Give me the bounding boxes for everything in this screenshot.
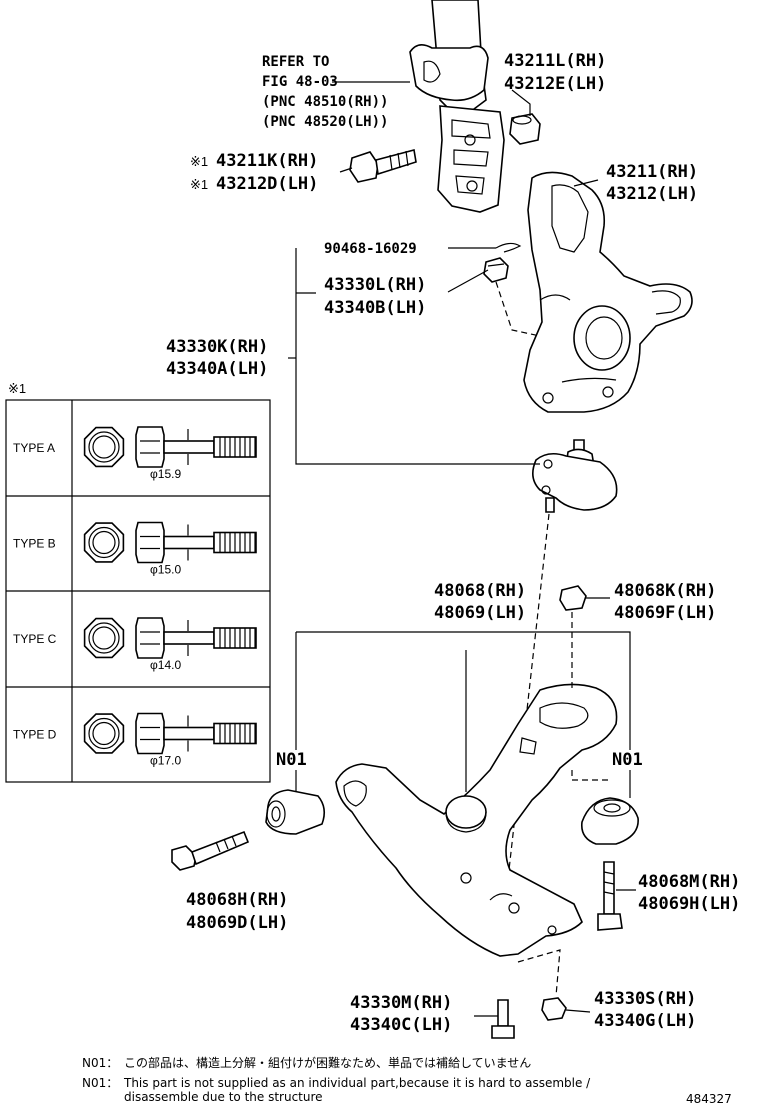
bolt-shank: [163, 726, 215, 741]
bolt-head-end-view: [83, 713, 125, 754]
label-43211: 43211(RH): [606, 162, 698, 182]
label-43211K: 43211K(RH): [216, 151, 318, 171]
leader-lines: [288, 81, 636, 1017]
label-48069F: 48069F(LH): [614, 603, 716, 623]
label-48069H: 48069H(LH): [638, 894, 740, 914]
label-43340A: 43340A(LH): [166, 359, 268, 379]
table-mark: ※1: [8, 381, 26, 396]
nut-48068K: [559, 585, 587, 611]
bolt-head-end-view: [83, 426, 125, 468]
ball-joint: [532, 439, 618, 513]
label-48068: 48068(RH): [434, 581, 526, 601]
label-43330S: 43330S(RH): [594, 989, 696, 1009]
refer-line3: (PNC 48510(RH)): [262, 94, 388, 110]
label-n01-left: N01: [276, 750, 307, 770]
bolt-knurl-lines: [219, 628, 256, 648]
diameter-label: φ15.9: [150, 467, 181, 481]
note-en-text2: disassemble due to the structure: [124, 1090, 323, 1104]
label-43212D: 43212D(LH): [216, 174, 318, 194]
bolt-head-inner: [92, 626, 116, 650]
lower-control-arm: [335, 683, 618, 957]
strut-assembly: [409, 0, 505, 213]
bolt-head-ring: [88, 431, 120, 463]
bolt-head-inner: [92, 721, 116, 746]
diameter-label: φ14.0: [150, 658, 181, 672]
steering-knuckle: [523, 171, 693, 413]
note-jp-code: N01：: [82, 1056, 118, 1070]
refer-line2: FIG 48-03: [262, 74, 338, 90]
bolt-shank: [163, 535, 215, 550]
bolt-head-side: [135, 426, 165, 468]
label-43212E: 43212E(LH): [504, 74, 606, 94]
note-en-text1: This part is not supplied as an individu…: [123, 1076, 591, 1090]
bolt-head-inner: [92, 530, 116, 555]
bolt-head-ring: [88, 717, 120, 750]
label-43330L: 43330L(RH): [324, 275, 426, 295]
bolt-48068H: [171, 830, 250, 871]
bolt-type-table: [5, 399, 271, 783]
bolt-head-side: [135, 712, 165, 755]
bolt-knurl-lines: [219, 437, 256, 457]
bolt-head-lines: [140, 535, 160, 550]
refer-line4: (PNC 48520(LH)): [262, 114, 388, 130]
bolt-head-ring: [88, 526, 120, 559]
figure-number: 484327: [686, 1092, 732, 1106]
castle-nut-43330L: [483, 257, 509, 283]
label-43340C: 43340C(LH): [350, 1015, 452, 1035]
label-43330M: 43330M(RH): [350, 993, 452, 1013]
footnotes: N01： この部品は、構造上分解・組付けが困難なため、単品では補給していません …: [82, 1055, 732, 1106]
bolt-head-lines: [140, 440, 160, 454]
mark-1a: ※1: [190, 154, 208, 169]
type-label: TYPE D: [13, 728, 57, 742]
diameter-label: φ17.0: [150, 754, 181, 768]
label-90468: 90468-16029: [324, 241, 417, 257]
bolt-knurl-lines: [219, 532, 256, 553]
labels: REFER TO FIG 48-03 (PNC 48510(RH)) (PNC …: [8, 51, 740, 1035]
bolt-head-lines: [140, 726, 160, 741]
label-43340B: 43340B(LH): [324, 298, 426, 318]
bolt-head-end-view: [83, 617, 125, 659]
bolt-48068M: [597, 861, 623, 931]
note-en-code: N01：: [82, 1076, 118, 1090]
label-43212: 43212(LH): [606, 184, 698, 204]
bolt-head-lines: [140, 631, 160, 645]
dashed-axis-bottom: [517, 949, 561, 997]
label-48068K: 48068K(RH): [614, 581, 716, 601]
nut-43211L: [509, 113, 541, 145]
bolt-shank: [163, 631, 215, 645]
label-48069: 48069(LH): [434, 603, 526, 623]
bolt-43330M: [491, 999, 515, 1039]
label-43340G: 43340G(LH): [594, 1011, 696, 1031]
cotter-pin-90468: [495, 242, 522, 253]
refer-line1: REFER TO: [262, 54, 329, 70]
mark-1b: ※1: [190, 177, 208, 192]
bolt-head-side: [135, 617, 165, 659]
bushing-right: [580, 797, 639, 845]
label-48068H: 48068H(RH): [186, 890, 288, 910]
label-48069D: 48069D(LH): [186, 913, 288, 933]
label-43330K: 43330K(RH): [166, 337, 268, 357]
bolt-shank: [163, 440, 215, 454]
bolt-head-end-view: [83, 522, 125, 563]
type-label: TYPE C: [13, 632, 57, 646]
bolt-head-ring: [88, 622, 120, 654]
bolt-43211K: [349, 149, 417, 183]
nut-43330S: [541, 997, 567, 1021]
bolt-head-side: [135, 521, 165, 564]
label-n01-right: N01: [612, 750, 643, 770]
diameter-label: φ15.0: [150, 563, 181, 577]
note-jp-text: この部品は、構造上分解・組付けが困難なため、単品では補給していません: [124, 1055, 531, 1070]
dashed-axis-upper: [495, 281, 541, 337]
bushing-left: [265, 789, 326, 835]
type-label: TYPE B: [13, 537, 56, 551]
bolt-knurl-lines: [219, 723, 256, 744]
label-43211L: 43211L(RH): [504, 51, 606, 71]
label-48068M: 48068M(RH): [638, 872, 740, 892]
bolt-head-inner: [92, 435, 116, 459]
type-label: TYPE A: [13, 441, 55, 455]
